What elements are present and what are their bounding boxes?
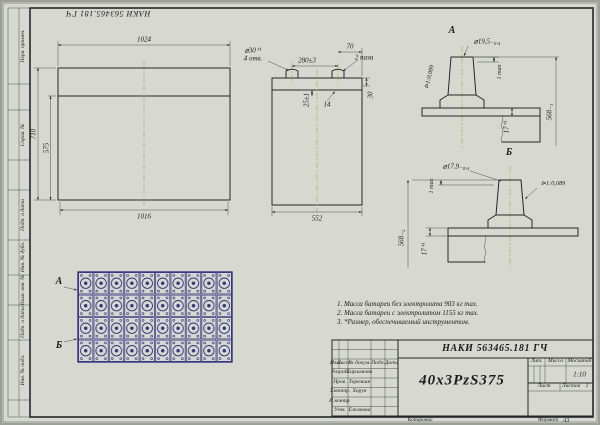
front-view	[34, 41, 231, 215]
footer-format-label: Формат	[537, 417, 559, 424]
tb-scale-label: Масштаб	[567, 358, 592, 365]
dim-side-14: 14	[323, 100, 331, 109]
title-part-name: 40x3PzS375	[419, 372, 505, 389]
tb-col-podp: Подп.	[371, 359, 385, 366]
tb-role-utv: Утв.	[334, 407, 346, 414]
dim-front-height-outer: 710	[29, 128, 38, 140]
footer-copied: Копировал	[407, 417, 433, 424]
dim-front-width-bottom: 1016	[137, 212, 151, 221]
margin-label-inv-dubl: Инв. № дубл.	[20, 241, 27, 273]
side-view	[267, 48, 370, 216]
tb-scale-value: 1:10	[573, 370, 586, 378]
detail-a-one-max: 1 max	[495, 64, 503, 80]
dim-side-280: 280±3	[298, 56, 316, 65]
dim-side-hole-dia: ⌀30⁺¹	[244, 46, 262, 55]
margin-label-podp-data-1: Подп. и дата	[20, 199, 27, 231]
plan-view-label-a: А	[55, 276, 63, 287]
margin-label-inv-podl: Инв. № подл.	[20, 354, 27, 386]
dim-side-70: 70	[346, 42, 354, 51]
margin-label-vzam-inv: Взам. инв. №	[20, 274, 27, 306]
detail-b-dia: ⌀17,9₋₀,₄	[442, 162, 470, 171]
dim-side-25: 25±1	[302, 92, 311, 108]
detail-a-view	[421, 45, 559, 148]
dim-front-width-top: 1024	[137, 35, 151, 44]
detail-b-label: Б	[505, 147, 513, 158]
detail-a-label: А	[448, 25, 456, 36]
dim-front-height-inner: 575	[42, 142, 51, 154]
dim-side-30: 30	[366, 91, 375, 99]
dim-side-grooves: 2 паза	[354, 53, 374, 62]
tb-role-razrab: Разраб.	[331, 369, 349, 376]
plan-view-label-b: Б	[55, 340, 63, 351]
note-3: 3. *Размер, обеспечиваемый инструментом.	[337, 318, 470, 326]
tb-col-izm: Изм.	[329, 359, 342, 366]
margin-label-sprav-no: Справ. №	[20, 123, 27, 147]
top-stamp-doc-number: НАКИ 563465.181 ГЧ	[65, 9, 151, 18]
margin-label-perv-primen: Перв. примен.	[20, 29, 27, 63]
tb-name-prov: Тарелкин	[348, 379, 371, 385]
tb-sheet-label: Лист	[537, 383, 551, 390]
tb-name-utv: Ежакова	[348, 407, 371, 414]
detail-b-view	[406, 166, 579, 270]
tb-role-tkontr: Т.контр.	[329, 388, 351, 395]
tb-sheets-value: 1	[585, 383, 589, 390]
tb-col-doc: № докум.	[348, 359, 371, 366]
detail-a-17: 17⁺¹	[502, 120, 511, 134]
detail-b-taper: ⊳1:0,089	[540, 179, 566, 187]
dim-side-552: 552	[311, 214, 323, 223]
tb-col-list: Лист	[336, 359, 351, 366]
dim-side-hole-count: 4 отв.	[243, 54, 263, 63]
tb-name-razrab: Харламова	[346, 369, 373, 376]
tb-role-nkontr: Н.контр.	[329, 398, 351, 404]
note-2: 2. Масса батареи с электролитом 1155 кг …	[337, 309, 479, 317]
tb-sheets-label: Листов	[561, 383, 581, 390]
detail-a-568: 568₋₃	[545, 103, 554, 121]
plan-view	[63, 271, 233, 363]
tb-role-prov: Пров.	[333, 379, 347, 385]
tb-name-tkontr: Хорун	[352, 388, 367, 395]
title-block-grid	[331, 339, 594, 417]
detail-a-dia: ⌀19,5₋₀,₄	[473, 37, 501, 46]
tb-lit-label: Лит.	[530, 358, 543, 365]
detail-b-17: 17⁺¹	[420, 242, 429, 256]
detail-b-one-max: 1 max	[427, 178, 435, 194]
note-1: 1. Масса батареи без электролита 903 кг …	[337, 300, 478, 308]
title-doc-number: НАКИ 563465.181 ГЧ	[442, 343, 548, 354]
tb-mass-label: Масса	[548, 358, 563, 365]
footer-format-value: A3	[562, 416, 570, 424]
tb-col-data: Дата	[384, 359, 399, 366]
detail-b-568: 568₋₂	[397, 229, 406, 247]
margin-label-podp-data-2: Подп. и дата	[20, 306, 27, 338]
